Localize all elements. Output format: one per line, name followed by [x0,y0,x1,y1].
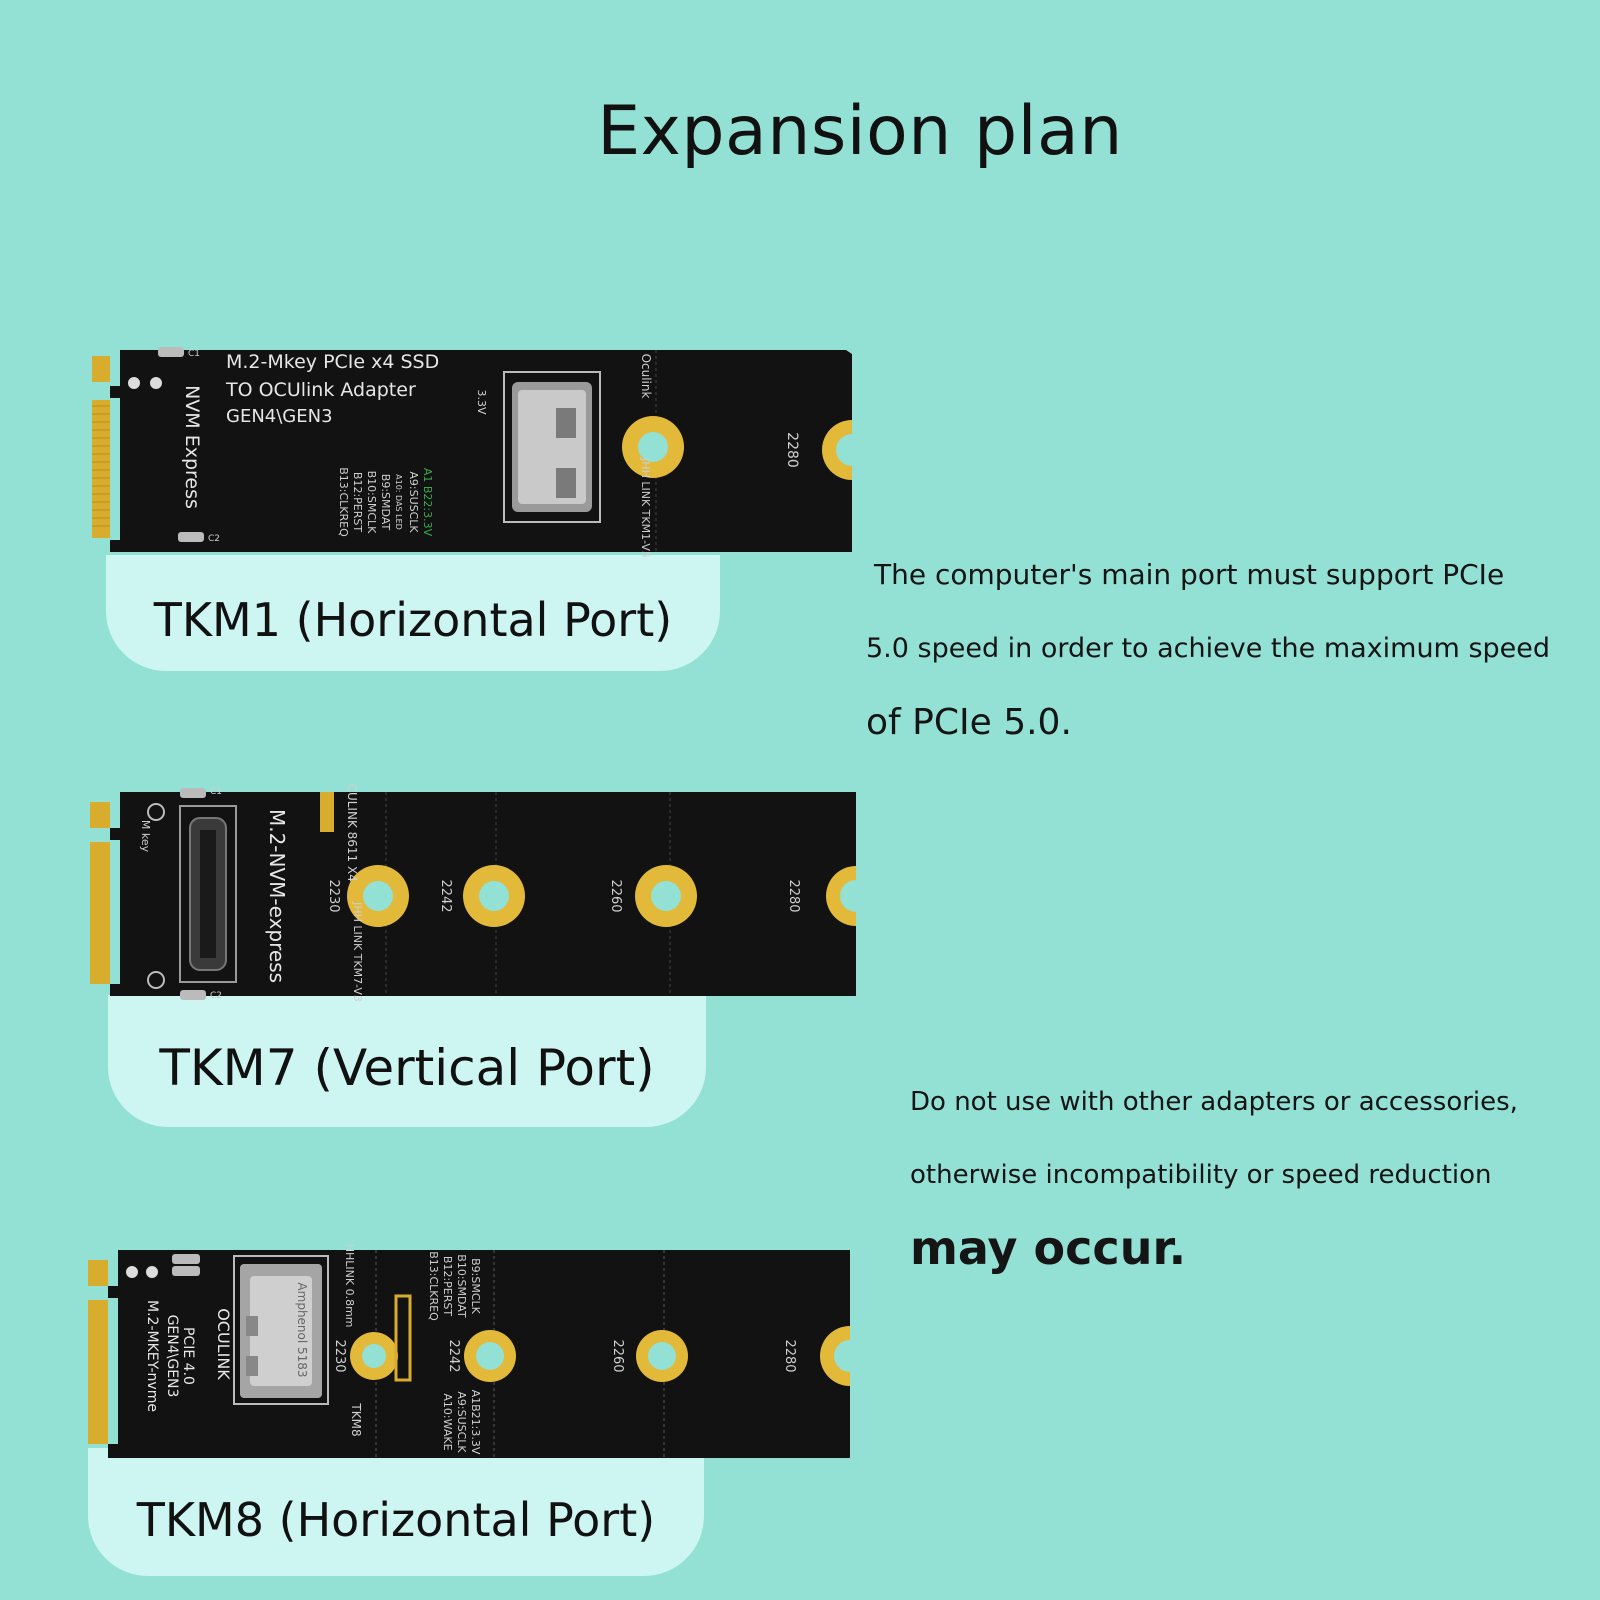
tkm8-model-mark: TKM8 [349,1402,363,1436]
tkm7-length-2230: 2230 [326,879,341,912]
note-line: The computer's main port must support PC… [874,558,1505,591]
tkm1-pin-label: B10:SMCLK [365,471,378,535]
tkm8-gold-fingers [88,1260,108,1444]
tkm1-side-text: NVM Express [181,385,203,509]
tkm1-pin-label: A10: DAS LED [394,474,403,530]
page-title: Expansion plan [597,92,1123,171]
tkm7-length-2260: 2260 [608,879,623,912]
tkm1-oculink-connector [503,371,601,523]
tkm8-pin-label: B10:SMDAT [455,1254,468,1318]
tkm1-board-line2: TO OCUlink Adapter [225,379,416,401]
note-line: otherwise incompatibility or speed reduc… [910,1160,1492,1190]
tkm7-c2: C2 [210,991,222,1001]
tkm8-side-line1: OCULINK [214,1308,233,1380]
tkm8-length-2260: 2260 [610,1339,625,1372]
tkm7-length-2280: 2280 [786,879,801,912]
tkm8-pin-label: B9:SMCLK [469,1258,482,1315]
tkm8-length-2280: 2280 [782,1339,797,1372]
note-line: may occur. [910,1221,1187,1275]
tkm1-board: M.2-Mkey PCIe x4 SSD TO OCUlink Adapter … [92,347,852,558]
tkm1-pin-label: A9:SUSCLK [407,471,420,533]
tkm8-length-2230: 2230 [332,1339,347,1372]
tkm7-gold-fingers [90,802,110,984]
tkm8-length-2242: 2242 [446,1339,461,1372]
tkm7-c1: C1 [210,787,222,797]
tkm8-pin-label: B13:CLKREQ [427,1251,440,1321]
tkm1-label: TKM1 (Horizontal Port) [106,555,720,671]
tkm1-length-mark: 2280 [784,432,800,468]
tkm1-pin-label: B13:CLKREQ [337,467,350,537]
note-line: of PCIe 5.0. [866,702,1072,743]
tkm1-pin-label: B12:PERST [351,472,364,532]
tkm8-label: TKM8 (Horizontal Port) [88,1448,704,1576]
tkm7-board: M.2-NVM-express M key OCULINK 8611 X4 JH… [90,784,856,1002]
tkm8-side-line4: M.2-MKEY-nvme [144,1300,160,1412]
tkm7-brand-mark: JHH LINK TKM7-V3 [351,901,364,1002]
tkm1-c2: C2 [208,534,220,544]
tkm8-pin-label: A9:SUSCLK [455,1391,468,1453]
tkm1-c1: C1 [188,349,200,359]
note-line: Do not use with other adapters or access… [910,1087,1518,1117]
tkm8-pin-label: A10:WAKE [441,1393,454,1450]
tkm8-oculink-connector: Amphenol 5183 [233,1255,329,1405]
tkm1-gold-fingers [92,356,110,538]
tkm8-board: Amphenol 5183 OCULINK PCIE 4.0 GEN4\GEN3… [88,1244,850,1458]
tkm8-side-line3: GEN4\GEN3 [164,1315,180,1398]
tkm1-brand-mark: JHH LINK TKM1-V5 [639,457,652,558]
note-pcie-requirement: The computer's main port must support PC… [866,538,1586,760]
tkm7-label: TKM7 (Vertical Port) [108,995,706,1127]
tkm1-voltage: 3.3V [475,389,488,414]
tkm7-port-mark: OCULINK 8611 X4 [345,784,359,882]
tkm7-key-text: M key [139,820,152,853]
tkm1-board-line1: M.2-Mkey PCIe x4 SSD [226,351,439,373]
tkm8-pin-label: A1B21:3.3V [469,1390,482,1455]
tkm1-pin-label: B9:SMDAT [379,474,392,531]
note-line: 5.0 speed in order to achieve the maximu… [866,633,1551,664]
tkm8-brand-mark: JHHLINK 0.8mm [343,1244,356,1328]
tkm7-side-text: M.2-NVM-express [265,809,289,983]
tkm1-pin-label: A1 B22:3.3V [421,468,434,537]
note-compatibility-warning: Do not use with other adapters or access… [910,1066,1590,1285]
tkm1-port-mark: Oculink [639,354,653,399]
tkm7-length-2242: 2242 [438,879,453,912]
tkm7-oculink-connector [179,805,237,983]
tkm8-pin-label: B12:PERST [441,1256,454,1316]
tkm8-connector-text: Amphenol 5183 [295,1282,309,1377]
tkm1-board-line3: GEN4\GEN3 [226,406,333,427]
tkm8-side-line2: PCIE 4.0 [180,1327,196,1385]
